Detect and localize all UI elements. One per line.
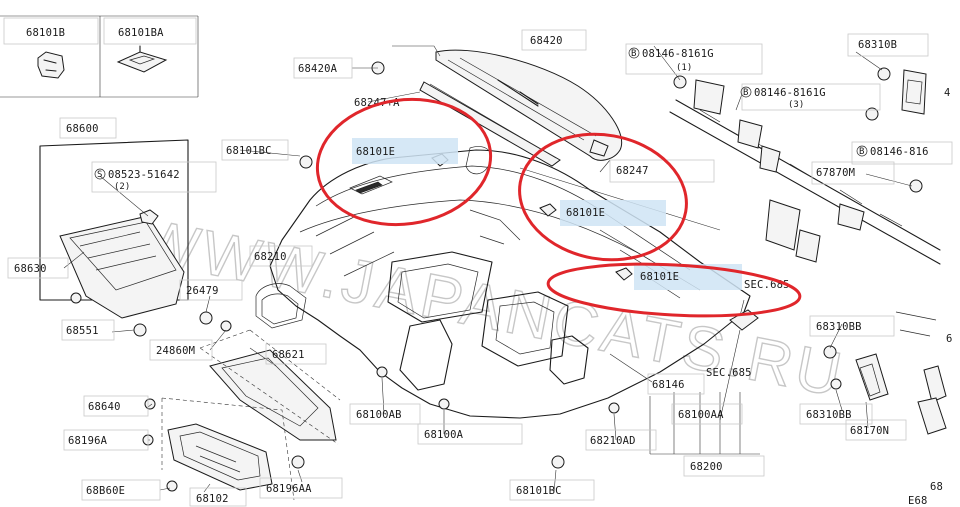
label-68600: 68600 (66, 123, 99, 135)
label-68101E-1: 68101E (356, 146, 395, 158)
bolt-symbol-icon (740, 86, 752, 98)
label-68247: 68247 (616, 165, 649, 177)
label-26479: 26479 (186, 285, 219, 297)
label-68196AA: 68196AA (266, 483, 312, 495)
label-68310BB-2: 68310BB (806, 409, 852, 421)
inset-boxes (0, 15, 199, 98)
svg-text:B: B (859, 147, 864, 157)
svg-text:B: B (743, 88, 748, 98)
label-68100AB: 68100AB (356, 409, 402, 421)
label-68551: 68551 (66, 325, 99, 337)
label-08146-c: 08146-816 (870, 146, 929, 158)
red-circle-68101E-1 (315, 97, 493, 227)
label-68146: 68146 (652, 379, 685, 391)
label-08523: 08523-51642 (108, 169, 180, 181)
label-68100A: 68100A (424, 429, 464, 441)
highlight-68101E-2 (560, 200, 666, 226)
label-68630: 68630 (14, 263, 47, 275)
label-67870M: 67870M (816, 167, 855, 179)
steering-member (669, 69, 947, 435)
label-68101BC-top: 68101BC (226, 145, 272, 157)
leader-lines (63, 45, 913, 493)
label-68101BC-bot: 68101BC (516, 485, 562, 497)
svg-text:S: S (97, 170, 102, 180)
label-68102: 68102 (196, 493, 229, 505)
label-68420: 68420 (530, 35, 563, 47)
fasteners (70, 61, 923, 492)
clip-68101BA-part (116, 45, 168, 73)
label-68101B: 68101B (26, 27, 65, 39)
label-figure-code: E68 (908, 495, 928, 507)
label-boxes (3, 17, 953, 507)
part-labels: 68101B 68101BA 68420A 68420 B 08146-8161… (14, 27, 953, 507)
label-68196A: 68196A (68, 435, 108, 447)
label-sec685-a: SEC.685 (744, 279, 790, 291)
label-68640: 68640 (88, 401, 121, 413)
svg-text:B: B (631, 49, 636, 59)
bolt-symbol-icon (856, 145, 868, 157)
clip-68101B-part (37, 51, 65, 79)
label-08146-a-qty: (1) (676, 63, 692, 73)
label-68101E-3: 68101E (640, 271, 679, 283)
screw-symbol-icon (94, 168, 106, 180)
label-sec685-b: SEC.685 (706, 367, 752, 379)
label-68310B: 68310B (858, 39, 897, 51)
bracket-68102 (161, 397, 295, 501)
label-68101BA: 68101BA (118, 27, 164, 39)
upper-trim (419, 81, 561, 167)
label-68100AA: 68100AA (678, 409, 724, 421)
label-edge-68: 68 (930, 481, 943, 493)
label-edge-4: 4 (944, 87, 951, 99)
label-68210: 68210 (254, 251, 287, 263)
label-68621: 68621 (272, 349, 305, 361)
bolt-symbol-icon (628, 47, 640, 59)
label-68101E-2: 68101E (566, 207, 605, 219)
panel-lid-68420 (435, 49, 623, 161)
label-edge-6: 6 (946, 333, 953, 345)
label-68310BB-1: 68310BB (816, 321, 862, 333)
label-08146-a: 08146-8161G (642, 48, 714, 60)
red-circle-68101E-2 (518, 132, 688, 262)
label-08146-b-qty: (3) (788, 100, 804, 110)
label-24860M: 24860M (156, 345, 195, 357)
label-68210AD: 68210AD (590, 435, 636, 447)
lower-cover-68621 (199, 329, 341, 445)
red-circle-68101E-3 (546, 262, 802, 318)
label-68B60E: 68B60E (86, 485, 125, 497)
label-68200: 68200 (690, 461, 723, 473)
label-08523-qty: (2) (114, 182, 130, 192)
label-68170N: 68170N (850, 425, 889, 437)
highlight-68101E-1 (352, 138, 458, 164)
label-08146-b: 08146-8161G (754, 87, 826, 99)
annotation-circles (315, 97, 802, 318)
label-68420A: 68420A (298, 63, 338, 75)
